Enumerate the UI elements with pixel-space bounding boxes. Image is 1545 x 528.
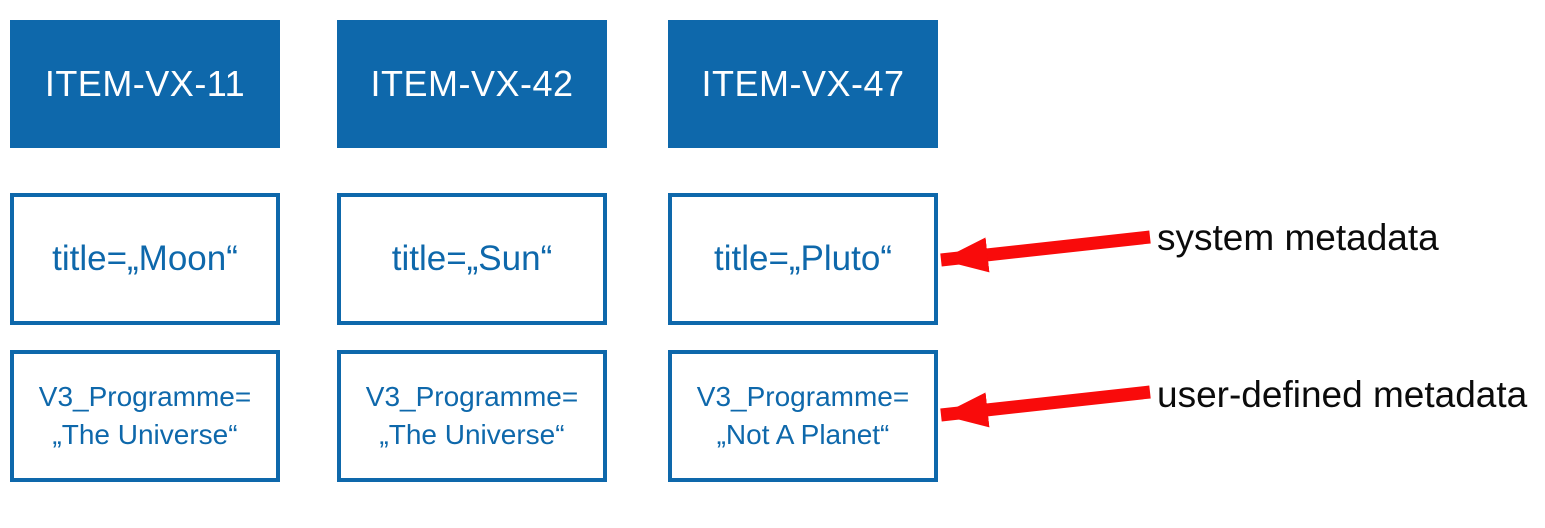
system-metadata-value: title=„Sun“	[391, 239, 553, 278]
user-metadata-value: „Not A Planet“	[716, 419, 890, 450]
user-metadata-box: V3_Programme= „The Universe“	[337, 350, 607, 482]
system-metadata-arrow-icon	[940, 230, 1151, 273]
user-metadata-box: V3_Programme= „The Universe“	[10, 350, 280, 482]
item-id-header: ITEM-VX-47	[668, 20, 938, 148]
item-id-label: ITEM-VX-42	[370, 63, 574, 104]
user-metadata-value: „The Universe“	[52, 419, 238, 450]
user-metadata-box: V3_Programme= „Not A Planet“	[668, 350, 938, 482]
system-metadata-box: title=„Pluto“	[668, 193, 938, 325]
user-metadata-key: V3_Programme=	[38, 381, 252, 412]
item-id-header: ITEM-VX-11	[10, 20, 280, 148]
system-metadata-value: title=„Pluto“	[714, 239, 892, 278]
system-metadata-annotation: system metadata	[1157, 217, 1439, 258]
user-metadata-key: V3_Programme=	[696, 381, 910, 412]
system-metadata-box: title=„Moon“	[10, 193, 280, 325]
user-metadata-key: V3_Programme=	[365, 381, 579, 412]
item-id-label: ITEM-VX-47	[701, 63, 905, 104]
user-metadata-arrow-icon	[940, 385, 1151, 428]
system-metadata-box: title=„Sun“	[337, 193, 607, 325]
item-id-header: ITEM-VX-42	[337, 20, 607, 148]
user-metadata-value: „The Universe“	[379, 419, 565, 450]
system-metadata-value: title=„Moon“	[52, 239, 238, 278]
item-id-label: ITEM-VX-11	[44, 63, 246, 104]
user-defined-metadata-annotation: user-defined metadata	[1157, 374, 1528, 415]
